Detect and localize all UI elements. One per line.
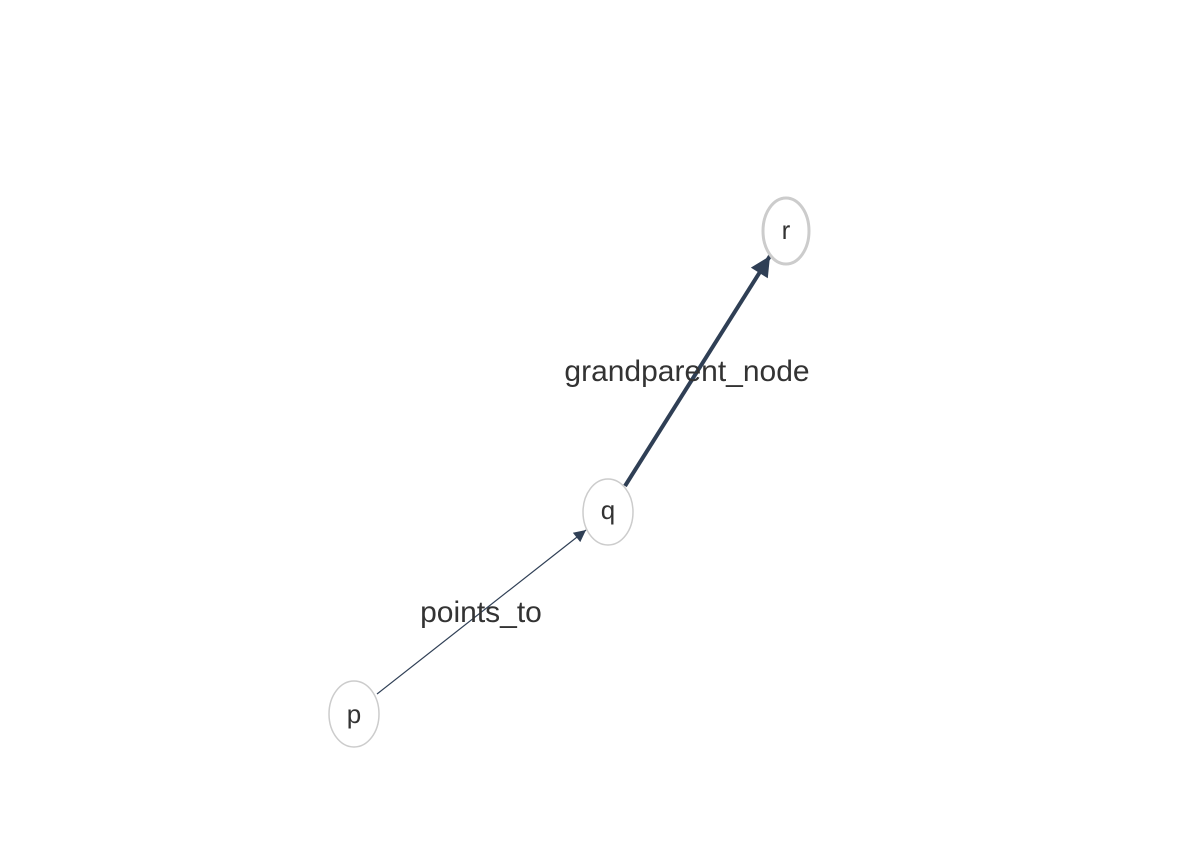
edge-line-q-r — [623, 254, 772, 488]
edge-label-grandparent-node: grandparent_node — [564, 355, 809, 388]
node-r[interactable]: r — [761, 196, 811, 266]
node-q-label: q — [601, 495, 615, 525]
edge-p-to-q — [376, 529, 587, 695]
edge-line-p-q — [376, 529, 587, 695]
node-p-label: p — [347, 699, 361, 729]
node-q[interactable]: q — [582, 478, 634, 546]
node-p[interactable]: p — [328, 680, 380, 748]
node-p-shape[interactable] — [328, 680, 380, 748]
node-r-label: r — [782, 215, 791, 245]
node-r-shape[interactable] — [761, 196, 811, 266]
node-q-shape[interactable] — [582, 478, 634, 546]
edge-q-to-r — [623, 254, 772, 488]
edge-label-points-to: points_to — [420, 596, 542, 629]
